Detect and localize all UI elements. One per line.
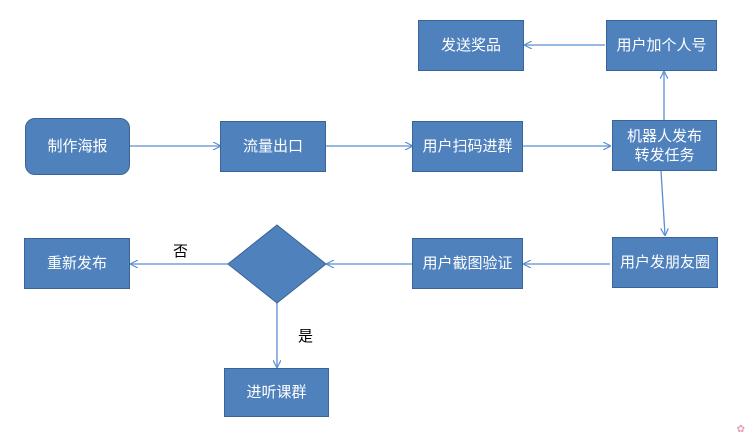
node-bot-post-task: 机器人发布 转发任务 <box>612 120 717 171</box>
edge-label-no: 否 <box>173 242 189 260</box>
node-send-prize: 发送奖品 <box>418 20 524 71</box>
node-republish: 重新发布 <box>24 238 130 289</box>
node-make-poster: 制作海报 <box>25 118 130 175</box>
node-traffic-outlet: 流量出口 <box>220 121 326 172</box>
arrow-bot-to-moments <box>660 170 665 235</box>
node-scan-join-group: 用户扫码进群 <box>412 121 523 172</box>
node-add-personal: 用户加个人号 <box>606 20 717 71</box>
node-join-course-group: 进听课群 <box>224 368 329 417</box>
watermark-icon: ✿ <box>736 424 745 435</box>
decision-diamond <box>227 224 327 304</box>
node-screenshot-verify: 用户截图验证 <box>412 238 523 289</box>
node-post-moments: 用户发朋友圈 <box>612 237 718 288</box>
edge-label-yes: 是 <box>298 327 314 345</box>
